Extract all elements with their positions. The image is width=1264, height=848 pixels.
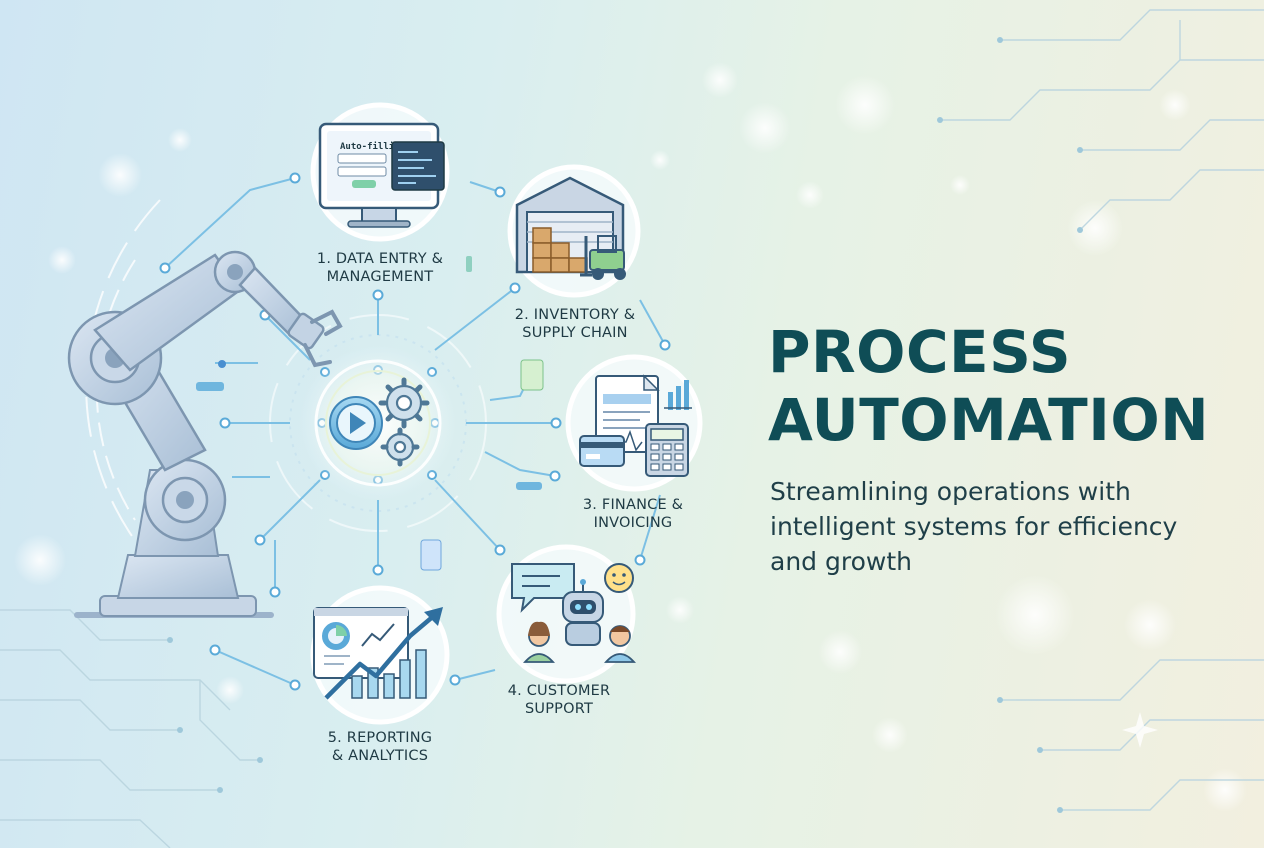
title-line: AUTOMATION bbox=[768, 386, 1210, 454]
play-icon bbox=[329, 396, 383, 450]
step-label-line: 5. REPORTING bbox=[327, 730, 433, 746]
step-label-line: SUPPORT bbox=[525, 701, 593, 717]
circuit-nodes bbox=[167, 37, 1083, 813]
title-line: PROCESS bbox=[768, 318, 1072, 386]
screen-text: Auto-filling bbox=[340, 141, 405, 152]
subtitle-line: intelligent systems for efficiency bbox=[770, 512, 1178, 541]
monitor-icon: Auto-filling bbox=[318, 122, 445, 228]
step-label-line: 4. CUSTOMER bbox=[507, 683, 611, 699]
step-label-line: SUPPLY CHAIN bbox=[522, 325, 628, 341]
step-label-reporting: 5. REPORTING & ANALYTICS bbox=[300, 729, 460, 765]
bokeh-lights bbox=[14, 62, 1247, 812]
subtitle-line: Streamlining operations with bbox=[770, 477, 1131, 506]
invoice-icon bbox=[579, 374, 692, 467]
step-label-line: MANAGEMENT bbox=[326, 269, 434, 285]
step-label-line: INVOICING bbox=[593, 515, 673, 531]
page-subtitle: Streamlining operations with intelligent… bbox=[770, 474, 1240, 579]
step-label-finance: 3. FINANCE & INVOICING bbox=[568, 496, 698, 532]
subtitle-line: and growth bbox=[770, 547, 912, 576]
step-label-line: & ANALYTICS bbox=[331, 748, 429, 764]
step-label-line: 1. DATA ENTRY & bbox=[316, 251, 444, 267]
robot-arm-icon bbox=[67, 250, 343, 618]
step-label-inventory: 2. INVENTORY & SUPPLY CHAIN bbox=[500, 306, 650, 342]
connector-lines bbox=[164, 177, 666, 686]
calculator-icon bbox=[645, 423, 689, 477]
sparkle-icon bbox=[1122, 712, 1158, 748]
forklift-icon bbox=[580, 235, 626, 280]
page-title: PROCESS AUTOMATION bbox=[768, 318, 1209, 454]
step-label-line: 3. FINANCE & bbox=[582, 497, 684, 513]
circuit-traces bbox=[0, 9, 1264, 848]
chatbot-icon bbox=[511, 563, 636, 663]
step-label-data-entry: 1. DATA ENTRY & MANAGEMENT bbox=[300, 250, 460, 286]
warehouse-icon bbox=[515, 176, 625, 274]
step-label-customer-support: 4. CUSTOMER SUPPORT bbox=[494, 682, 624, 718]
step-label-line: 2. INVENTORY & bbox=[514, 307, 636, 323]
data-chip-icons bbox=[196, 256, 544, 571]
analytics-chart-icon bbox=[313, 607, 443, 700]
gear-icon bbox=[378, 377, 430, 467]
